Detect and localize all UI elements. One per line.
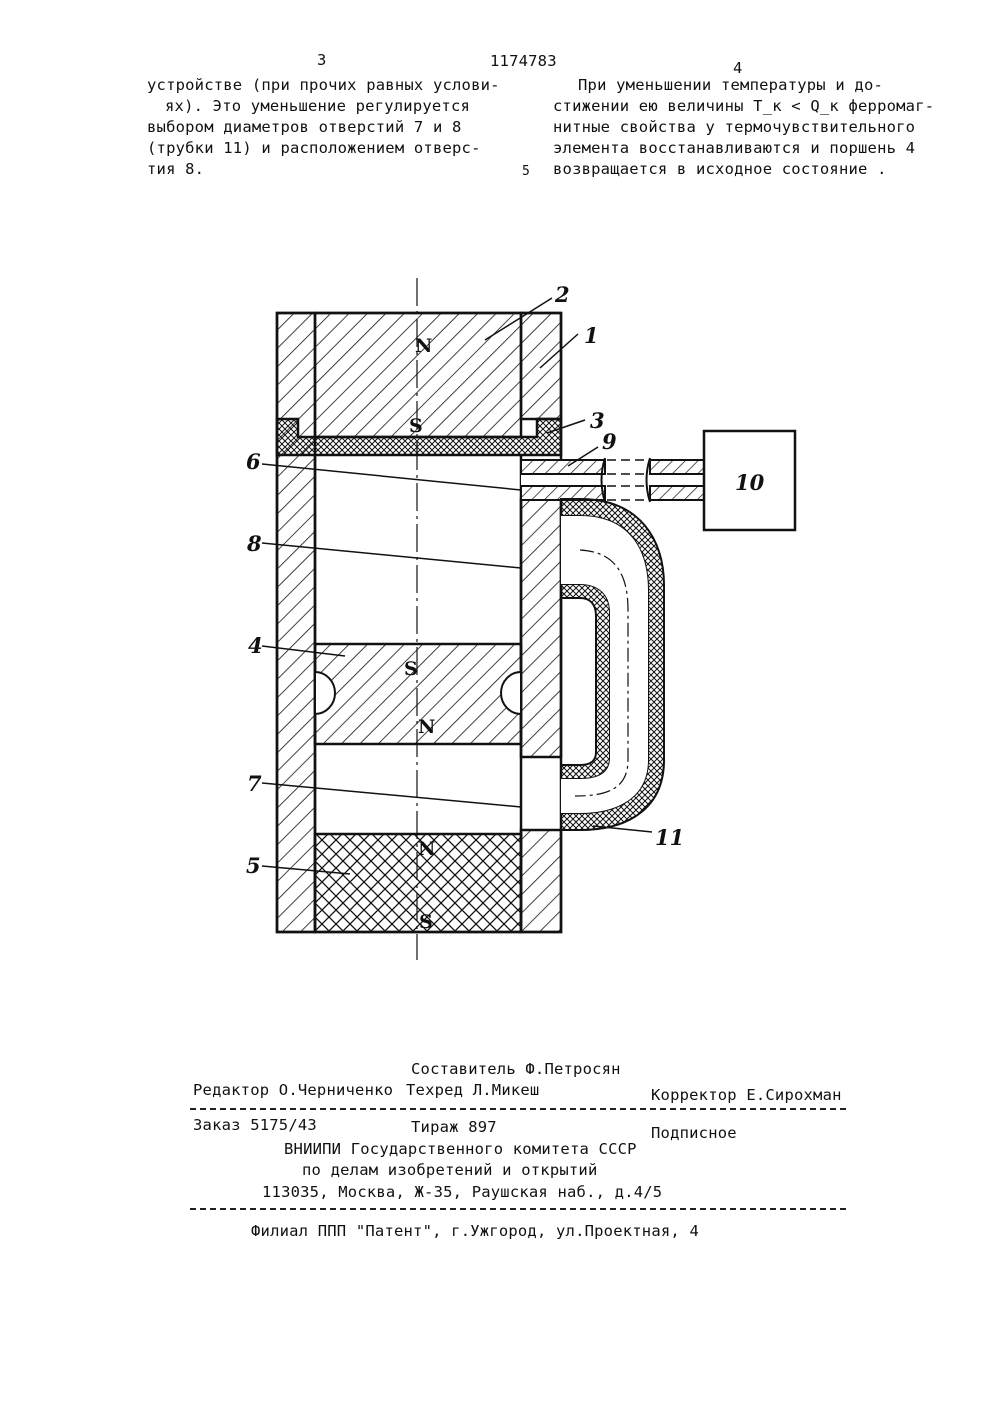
label-2: 2	[554, 282, 570, 307]
label-7: 7	[247, 771, 262, 796]
divider-top	[190, 1108, 846, 1110]
label-5: 5	[246, 853, 261, 878]
pole-element-N: N	[418, 838, 435, 860]
colophon-editor: Редактор О.Черниченко	[193, 1080, 393, 1101]
label-4: 4	[248, 633, 263, 658]
housing-right-wall-upper	[521, 313, 561, 419]
divider-bottom	[190, 1208, 846, 1210]
pole-piston-S: S	[404, 658, 418, 680]
label-8: 8	[246, 531, 262, 556]
colophon-techred: Техред Л.Микеш	[406, 1080, 539, 1101]
colophon-subscription: Подписное	[651, 1123, 737, 1144]
bypass-tube-11	[561, 499, 664, 830]
label-1: 1	[584, 323, 599, 348]
pole-magnet-N: N	[415, 335, 432, 357]
pole-piston-N: N	[418, 716, 435, 738]
colophon-circulation: Тираж 897	[411, 1117, 497, 1138]
device-drawing: 1 2 3 4 5 6 7 8 9 10 11 N S S N N S	[0, 0, 1000, 1000]
colophon-compiler: Составитель Ф.Петросян	[411, 1059, 621, 1080]
colophon-branch: Филиал ППП "Патент", г.Ужгород, ул.Проек…	[251, 1221, 699, 1242]
housing-right-wall-lower	[521, 830, 561, 932]
inlet-pipe-9	[521, 458, 704, 502]
label-6: 6	[246, 449, 261, 474]
housing-right-wall-middle	[521, 499, 561, 757]
pole-element-S: S	[419, 911, 433, 933]
colophon-address: 113035, Москва, Ж-35, Раушская наб., д.4…	[262, 1182, 662, 1203]
colophon-corrector: Корректор Е.Сирохман	[651, 1085, 842, 1106]
pole-magnet-S: S	[409, 415, 423, 437]
label-10: 10	[735, 470, 765, 495]
colophon-org-line1: ВНИИПИ Государственного комитета СССР	[284, 1139, 637, 1160]
colophon-org-line2: по делам изобретений и открытий	[302, 1160, 598, 1181]
housing-left-wall	[277, 313, 315, 932]
label-11: 11	[655, 825, 684, 850]
label-9: 9	[602, 429, 617, 454]
colophon-order: Заказ 5175/43	[193, 1115, 317, 1136]
